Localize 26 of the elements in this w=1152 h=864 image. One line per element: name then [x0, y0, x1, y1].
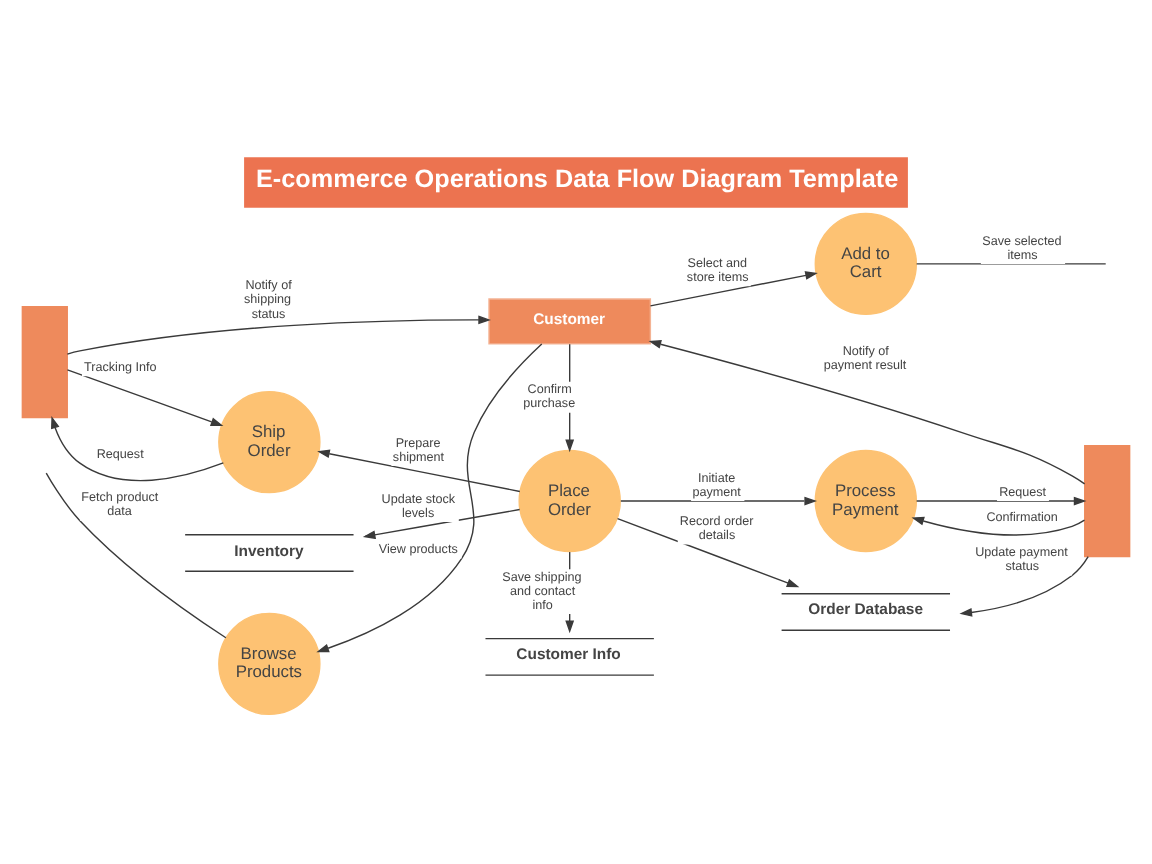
node-circle: Browse Products — [218, 611, 321, 715]
node-box — [21, 305, 68, 418]
arrow — [316, 342, 543, 652]
arrow — [649, 270, 818, 306]
arrow — [911, 515, 1086, 535]
node-circle: Process Payment — [814, 448, 918, 552]
node-circle: Add to Cart — [814, 211, 918, 315]
node-text: Customer Info — [516, 644, 621, 663]
node-text: Inventory — [234, 540, 304, 559]
diagram-title: E-commerce Operations Data Flow Diagram Template — [256, 164, 899, 193]
arrow — [959, 554, 1089, 616]
node-box: Customer — [488, 297, 652, 344]
node-box — [1084, 443, 1131, 557]
connector — [915, 262, 1107, 264]
arrow — [66, 314, 491, 354]
node-text: Order Database — [808, 599, 924, 618]
arrow — [317, 448, 521, 492]
arrow — [620, 495, 817, 505]
arrow — [915, 495, 1087, 505]
node-circle: Place Order — [518, 448, 621, 552]
arrow — [616, 516, 800, 587]
node-circle: Ship Order — [218, 389, 321, 493]
arrow — [66, 368, 224, 426]
arrow — [362, 507, 521, 539]
connector — [45, 471, 227, 638]
arrow — [51, 414, 224, 481]
